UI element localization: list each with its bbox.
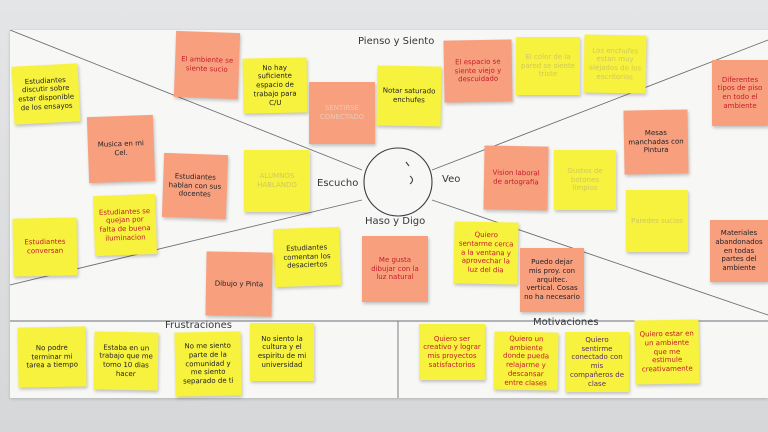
sticky-note: Estudiantes hablan con sus docentes <box>161 152 229 220</box>
sticky-note: SENTIRSE CONECTADO <box>309 82 375 144</box>
sticky-note: Estudiantes se quejan por falta de buena… <box>92 193 158 257</box>
sticky-note: No me siento parte de la comunidad y me … <box>174 331 242 397</box>
label-veo: Veo <box>442 174 461 185</box>
sticky-note: Estudiantes conversan <box>12 217 78 277</box>
sticky-note: No podre terminar mi tarea a tiempo <box>17 326 87 388</box>
sticky-note: Estudiantes comentan los desaciertos <box>273 226 341 288</box>
sticky-note: Quiero sentirme conectado con mis compañ… <box>565 332 629 392</box>
sticky-note: El color de la pared se siente triste <box>516 37 580 95</box>
sticky-note: Notar saturado enchufes <box>376 65 442 127</box>
label-haso-y-digo: Haso y Digo <box>365 216 426 227</box>
label-motivaciones: Motivaciones <box>533 317 599 328</box>
sticky-note: Quiero ser creativo y lograr mis proyect… <box>419 324 485 380</box>
label-escucho: Escucho <box>317 178 359 189</box>
sticky-note: ALUMNOS HABLANDO <box>244 150 310 212</box>
sticky-note: Dibujo y Pinta <box>205 251 273 317</box>
sticky-note: Paredes sucias <box>626 190 688 252</box>
sticky-note: Puedo dejar mis proy. con arquitec. vert… <box>520 248 584 312</box>
sticky-note: Mesas manchadas con Pintura <box>623 109 689 175</box>
label-pienso-y-siento: Pienso y Siento <box>358 36 435 47</box>
sticky-note: Gustos de botones limpios <box>554 150 616 210</box>
sticky-note: Estudiantes discutir sobre estar disponi… <box>11 63 81 125</box>
diagonal-bottom-right <box>431 199 768 316</box>
sticky-note: Quiero un ambiente donde pueda relajarme… <box>493 331 559 391</box>
sticky-note: No siento la cultura y el espiritu de mi… <box>250 323 314 381</box>
sticky-note: Musica en mi Cel. <box>86 114 156 184</box>
empathy-map-board: Pienso y Siento Escucho Veo Haso y Digo … <box>10 30 768 398</box>
sticky-note: Los enchufes estan muy alejados de los e… <box>583 34 647 94</box>
sticky-note: Vision laboral de artografia <box>483 145 549 211</box>
label-frustraciones: Frustraciones <box>165 320 232 331</box>
sticky-note: Quiero estar en un ambiente que me estim… <box>634 319 700 385</box>
sticky-note: Estaba en un trabajo que me tomo 10 dias… <box>93 331 159 391</box>
sticky-note: El ambiente se siente sucio <box>173 30 241 100</box>
sticky-note: Me gusta dibujar con la luz natural <box>362 236 428 302</box>
center-face-icon <box>363 147 433 217</box>
sticky-note: No hay suficiente espacio de trabajo par… <box>242 57 308 114</box>
diagonal-top-left <box>10 30 363 171</box>
sticky-note: Materiales abandonados en todas partes d… <box>710 220 768 282</box>
sticky-note: El espacio se siente viejo y descuidado <box>443 39 513 103</box>
sticky-note: Quiero sentarme cerca a la ventana y apr… <box>453 221 519 285</box>
sticky-note: Diferentes tipos de piso en todo el ambi… <box>712 60 768 126</box>
